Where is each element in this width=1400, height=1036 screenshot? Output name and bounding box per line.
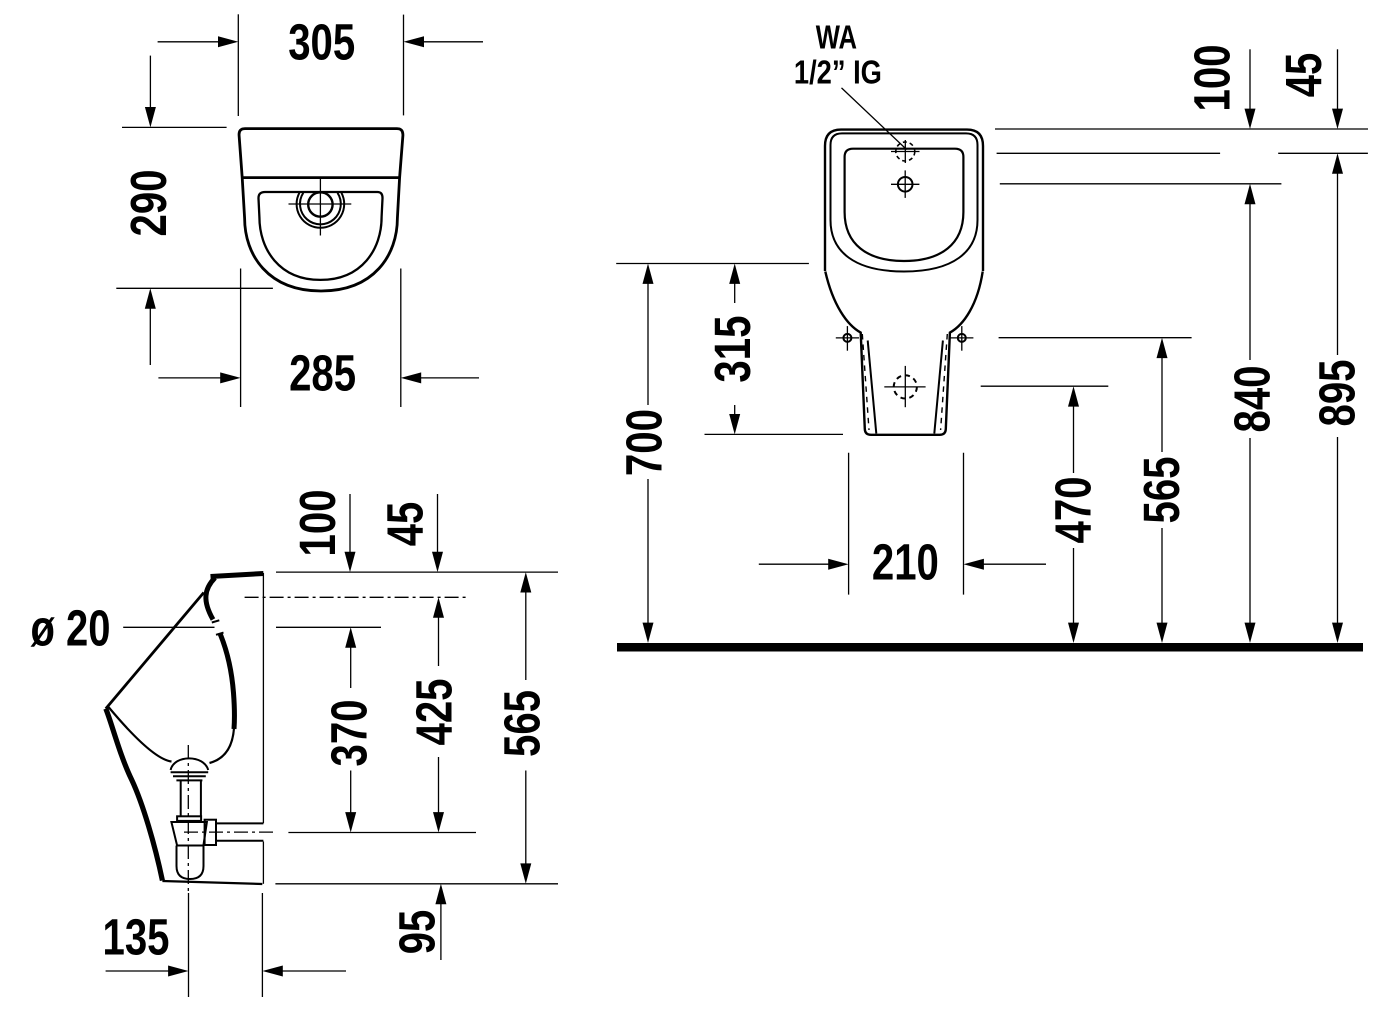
svg-text:840: 840 (1223, 366, 1280, 433)
svg-text:565: 565 (1133, 457, 1190, 524)
svg-text:315: 315 (704, 316, 761, 383)
svg-text:1/2” IG: 1/2” IG (794, 53, 882, 90)
svg-text:45: 45 (1275, 53, 1332, 98)
svg-text:WA: WA (816, 18, 857, 55)
svg-text:565: 565 (494, 690, 551, 757)
svg-text:285: 285 (289, 345, 356, 402)
svg-text:210: 210 (872, 534, 939, 591)
svg-text:45: 45 (377, 502, 434, 547)
svg-text:100: 100 (1184, 45, 1241, 112)
svg-text:ø 20: ø 20 (31, 600, 111, 657)
svg-text:425: 425 (405, 679, 462, 746)
svg-text:95: 95 (389, 910, 446, 955)
svg-text:470: 470 (1044, 477, 1101, 544)
svg-text:895: 895 (1309, 360, 1366, 427)
svg-text:135: 135 (103, 909, 170, 966)
svg-text:100: 100 (289, 490, 346, 557)
svg-text:290: 290 (120, 170, 177, 237)
svg-text:305: 305 (288, 13, 355, 70)
svg-text:370: 370 (321, 700, 378, 767)
svg-text:700: 700 (615, 409, 672, 476)
